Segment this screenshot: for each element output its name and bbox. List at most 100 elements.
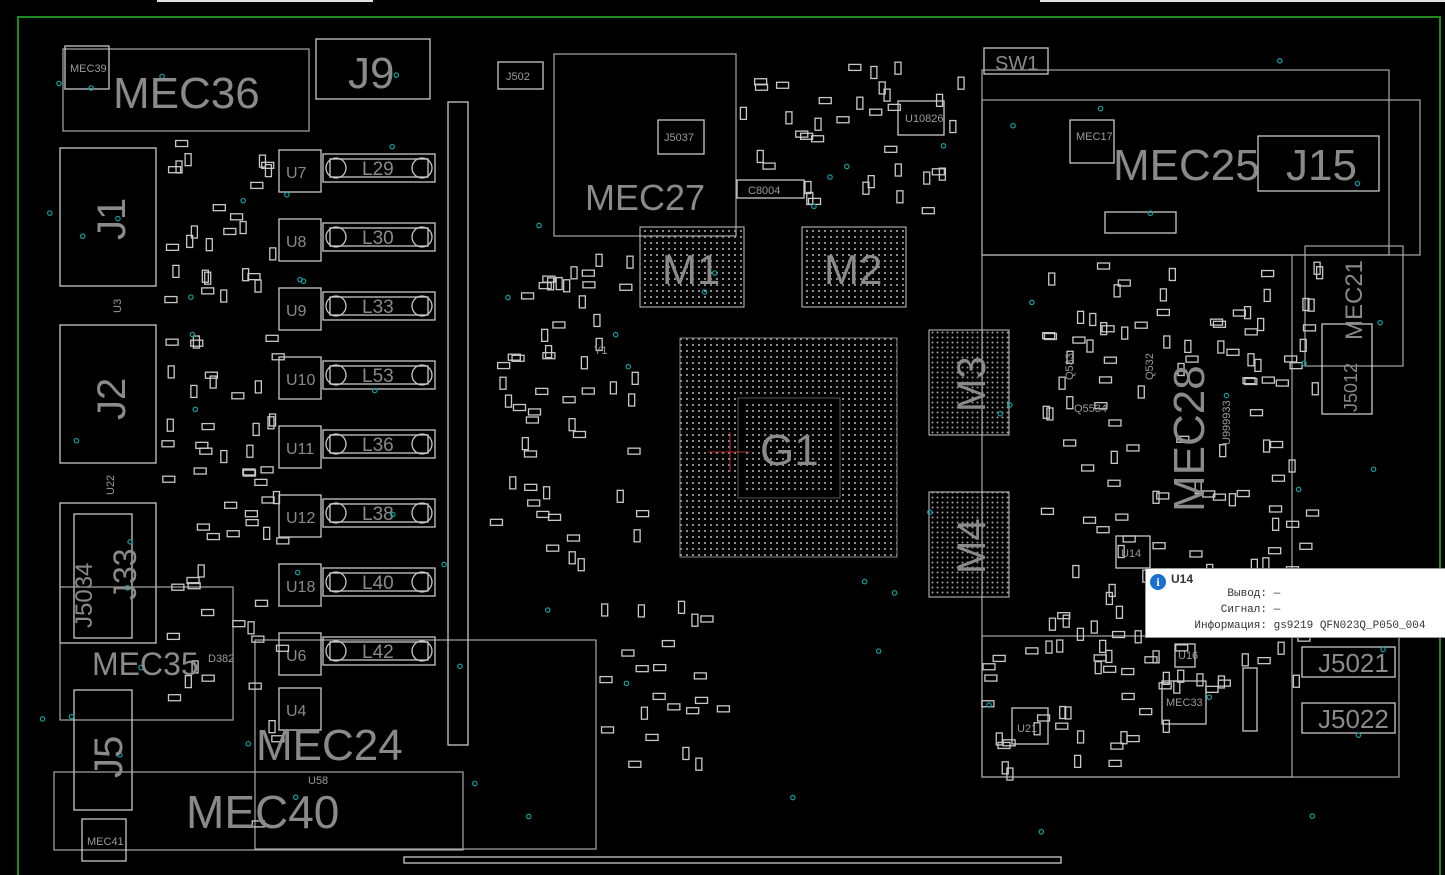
smd-part bbox=[265, 334, 279, 342]
smd-part bbox=[1299, 338, 1307, 353]
smd-part bbox=[878, 81, 886, 95]
via bbox=[297, 276, 303, 283]
m4-bga[interactable] bbox=[928, 491, 1010, 598]
smd-part bbox=[804, 180, 812, 195]
smd-part bbox=[609, 381, 618, 395]
smd-part bbox=[1076, 310, 1085, 324]
smd-part bbox=[220, 289, 228, 303]
smd-part bbox=[1269, 440, 1284, 449]
via bbox=[159, 73, 165, 80]
inductor-l40[interactable] bbox=[322, 567, 436, 597]
smd-part bbox=[1121, 326, 1129, 340]
smd-part bbox=[1202, 490, 1216, 498]
m2-bga[interactable] bbox=[801, 226, 907, 308]
smd-part bbox=[570, 266, 578, 280]
regulator-u18[interactable] bbox=[278, 563, 322, 607]
label-u58: U58 bbox=[308, 775, 328, 787]
via bbox=[284, 191, 290, 198]
smd-part bbox=[1033, 722, 1041, 736]
m3-bga[interactable] bbox=[928, 329, 1010, 436]
m1-bga[interactable] bbox=[639, 226, 745, 308]
smd-part bbox=[1311, 382, 1319, 396]
inductor-l30[interactable] bbox=[322, 222, 436, 252]
smd-part bbox=[1263, 288, 1271, 303]
smd-part bbox=[856, 96, 864, 110]
inductor-label: L36 bbox=[362, 435, 394, 456]
via bbox=[827, 174, 833, 180]
regulator-u11[interactable] bbox=[278, 425, 322, 469]
label-j5022: J5022 bbox=[1318, 704, 1389, 734]
smd-part bbox=[164, 295, 178, 304]
inductor-l38[interactable] bbox=[322, 498, 436, 528]
smd-part bbox=[1205, 685, 1219, 694]
smd-part bbox=[1177, 669, 1185, 683]
smd-part bbox=[1113, 284, 1121, 298]
top-scrollbar-right[interactable] bbox=[1040, 0, 1445, 2]
via bbox=[811, 203, 817, 210]
top-scrollbar-left[interactable] bbox=[157, 0, 373, 2]
smd-part bbox=[635, 509, 650, 518]
label-mec35: MEC35 bbox=[92, 646, 199, 682]
via bbox=[292, 794, 299, 801]
via bbox=[940, 143, 947, 149]
smd-part bbox=[1254, 358, 1262, 373]
smd-part bbox=[247, 272, 261, 281]
inductor-l29[interactable] bbox=[322, 153, 436, 183]
regulator-label: U7 bbox=[286, 165, 307, 182]
tooltip-value: — bbox=[1273, 588, 1281, 600]
smd-part bbox=[869, 108, 883, 116]
regulator-u4[interactable] bbox=[278, 687, 322, 731]
smd-part bbox=[1066, 350, 1074, 364]
smd-part bbox=[568, 418, 576, 432]
smd-part bbox=[1219, 444, 1227, 458]
label-j2: J2 bbox=[90, 378, 134, 420]
via bbox=[1276, 57, 1283, 64]
smd-part bbox=[883, 88, 891, 102]
inductor-l42[interactable] bbox=[322, 636, 436, 666]
via bbox=[138, 664, 144, 671]
smd-part bbox=[1288, 459, 1296, 473]
smd-part bbox=[1139, 707, 1153, 716]
regulator-u10[interactable] bbox=[278, 356, 322, 400]
smd-part bbox=[1107, 479, 1121, 487]
label-j5: J5 bbox=[87, 736, 131, 778]
via bbox=[875, 648, 882, 654]
inductor-l33[interactable] bbox=[322, 291, 436, 321]
smd-part bbox=[582, 281, 596, 289]
via bbox=[457, 663, 463, 670]
smd-part bbox=[1048, 272, 1056, 286]
regulator-u6[interactable] bbox=[278, 632, 322, 676]
inductor-label: L29 bbox=[362, 159, 394, 180]
inductor-l36[interactable] bbox=[322, 429, 436, 459]
smd-part bbox=[246, 444, 254, 458]
label-m3: M3 bbox=[950, 356, 994, 412]
via bbox=[46, 210, 53, 216]
smd-part bbox=[1115, 605, 1124, 619]
label-j15: J15 bbox=[1286, 141, 1357, 190]
g1-origin-cross bbox=[708, 432, 750, 472]
smd-part bbox=[1242, 376, 1256, 385]
smd-part bbox=[223, 227, 237, 236]
smd-part bbox=[541, 328, 549, 342]
smd-part bbox=[1042, 405, 1050, 419]
smd-part bbox=[995, 732, 1003, 746]
smd-part bbox=[1072, 564, 1080, 579]
smd-part bbox=[254, 478, 268, 487]
smd-part bbox=[785, 111, 793, 125]
regulator-u8[interactable] bbox=[278, 218, 322, 262]
smd-part bbox=[1099, 639, 1107, 654]
smd-part bbox=[1120, 731, 1128, 745]
label-q533: Q533 bbox=[1064, 353, 1076, 380]
regulator-u12[interactable] bbox=[278, 494, 322, 538]
via bbox=[472, 780, 478, 787]
smd-part bbox=[653, 663, 667, 672]
smd-part bbox=[1307, 298, 1315, 312]
regulator-u9[interactable] bbox=[278, 287, 322, 331]
smd-part bbox=[628, 393, 636, 407]
large-labels: MEC36 J9 MEC27 M1 M2 SW1 MEC25 J15 G1 J1… bbox=[71, 49, 1389, 838]
regulator-u7[interactable] bbox=[278, 149, 322, 193]
inductor-l53[interactable] bbox=[322, 360, 436, 390]
smd-part bbox=[1057, 612, 1071, 620]
smd-part bbox=[201, 287, 215, 295]
